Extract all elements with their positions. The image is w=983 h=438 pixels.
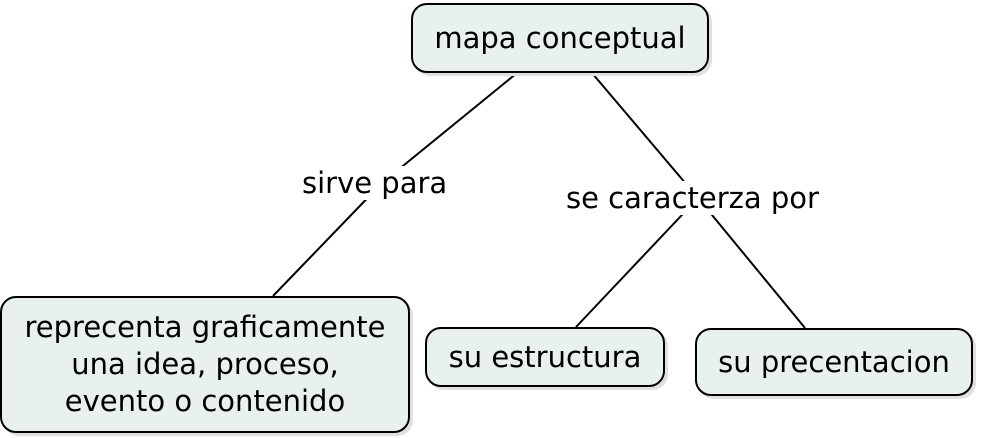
concept-label: mapa conceptual: [434, 20, 686, 55]
connector-root-to-sirve: [381, 72, 518, 184]
concept-su-estructura[interactable]: su estructura: [425, 327, 665, 387]
concept-label: su estructura: [448, 339, 642, 374]
concept-label: reprecenta graficamente una idea, proces…: [24, 310, 386, 418]
connector-root-to-caracteriza: [591, 72, 699, 199]
connector-caracteriza-to-structure: [575, 197, 699, 328]
concept-mapa-conceptual[interactable]: mapa conceptual: [411, 3, 709, 73]
link-label-sirve-para: sirve para: [296, 166, 454, 200]
connector-sirve-to-represents: [272, 182, 383, 297]
connector-caracteriza-to-presentation: [697, 197, 806, 329]
concept-su-precentacion[interactable]: su precentacion: [695, 328, 973, 396]
concept-reprecenta-graficamente[interactable]: reprecenta graficamente una idea, proces…: [0, 296, 410, 433]
link-label-se-caracterza-por: se caracterza por: [560, 181, 825, 215]
concept-label: su precentacion: [718, 344, 950, 379]
